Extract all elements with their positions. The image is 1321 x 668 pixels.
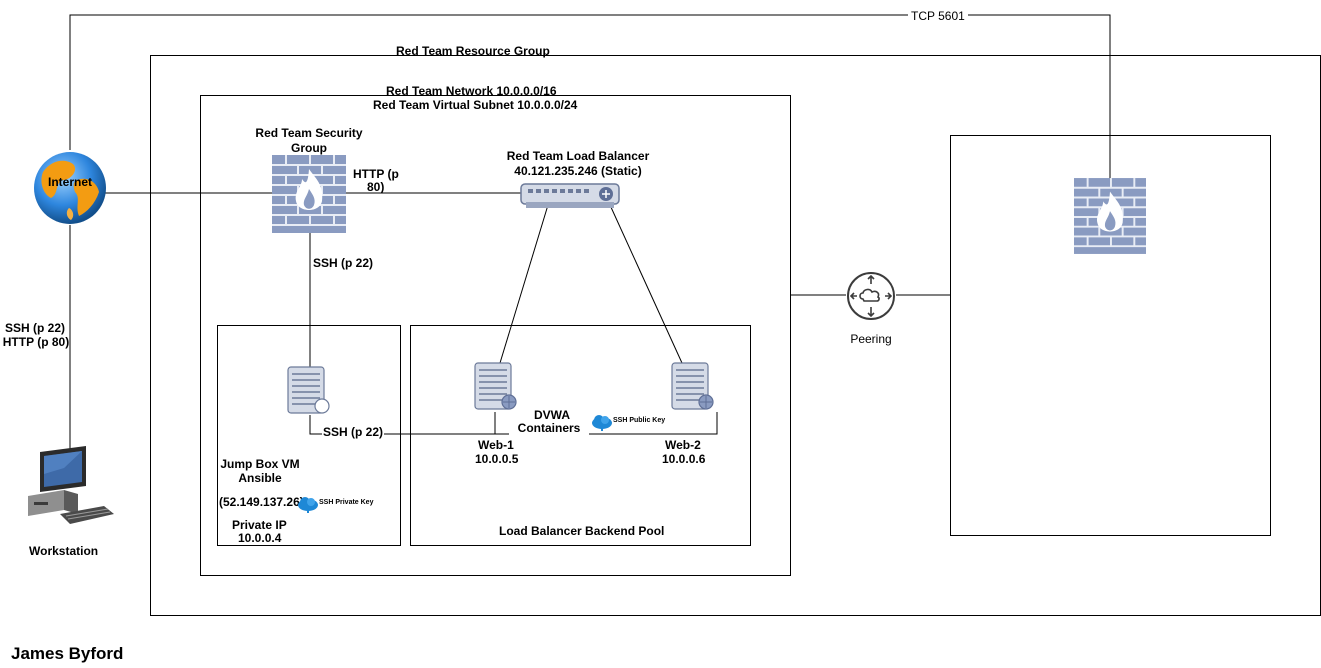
resource-group-label: Red Team Resource Group — [396, 44, 550, 58]
private-ip-value: 10.0.0.4 — [238, 531, 282, 545]
tcp-5601-label: TCP 5601 — [908, 9, 968, 23]
web1-ip: 10.0.0.5 — [475, 452, 519, 466]
sg-ssh-label: SSH (p 22) — [313, 256, 374, 270]
containers-label-1: DVWA — [534, 408, 570, 422]
lb-to-web1-link — [499, 204, 549, 364]
author-name: James Byford — [11, 644, 124, 663]
web2-ip: 10.0.0.6 — [662, 452, 706, 466]
workstation-label: Workstation — [29, 544, 99, 558]
backend-pool-label: Load Balancer Backend Pool — [499, 524, 665, 538]
web2-name: Web-2 — [665, 438, 701, 452]
jumpbox-public-ip: (52.149.137.26) — [219, 495, 304, 509]
jumpbox-key-label: SSH Private Key — [319, 499, 374, 506]
internet-ssh-label: SSH (p 22) — [5, 321, 66, 335]
security-group-label-2: Group — [291, 141, 327, 155]
backend-pool-container — [410, 325, 751, 546]
remote-network-box — [950, 135, 1271, 536]
lb-label-2: 40.121.235.246 (Static) — [514, 164, 642, 178]
tcp-5601-link — [69, 14, 1111, 180]
internet-http-label: HTTP (p 80) — [2, 335, 70, 349]
http-label-2: 80) — [367, 180, 385, 194]
lb-label-1: Red Team Load Balancer — [506, 149, 650, 163]
workstation-icon — [28, 446, 114, 524]
firewall-icon — [272, 155, 346, 233]
private-ip-label: Private IP — [232, 518, 287, 532]
internet-label: Internet — [48, 175, 93, 189]
peering-label: Peering — [850, 332, 892, 346]
firewall-icon — [1074, 178, 1146, 254]
http-label-1: HTTP (p — [353, 167, 399, 181]
jumpbox-title-2: Ansible — [238, 471, 282, 485]
network-box — [200, 95, 791, 576]
jumpbox-server-icon — [287, 366, 330, 414]
security-group-label-1: Red Team Security — [255, 126, 363, 140]
cloud-key-icon — [298, 497, 318, 513]
cloud-key-icon — [592, 415, 612, 431]
jumpbox-title-1: Jump Box VM — [220, 457, 300, 471]
public-key-label: SSH Public Key — [613, 417, 666, 424]
load-balancer-icon — [520, 183, 620, 208]
containers-label-2: Containers — [509, 421, 589, 435]
lb-to-web2-link — [609, 204, 683, 364]
web1-server-icon — [474, 362, 517, 410]
internet-globe-icon — [34, 152, 106, 224]
subnet-label: Red Team Virtual Subnet 10.0.0.0/24 — [373, 98, 578, 112]
web2-server-icon — [671, 362, 714, 410]
network-label: Red Team Network 10.0.0.0/16 — [386, 84, 557, 98]
jump-box-container — [217, 325, 401, 546]
web1-name: Web-1 — [478, 438, 514, 452]
jumpbox-ssh-label: SSH (p 22) — [322, 425, 385, 439]
peering-icon — [847, 272, 895, 320]
